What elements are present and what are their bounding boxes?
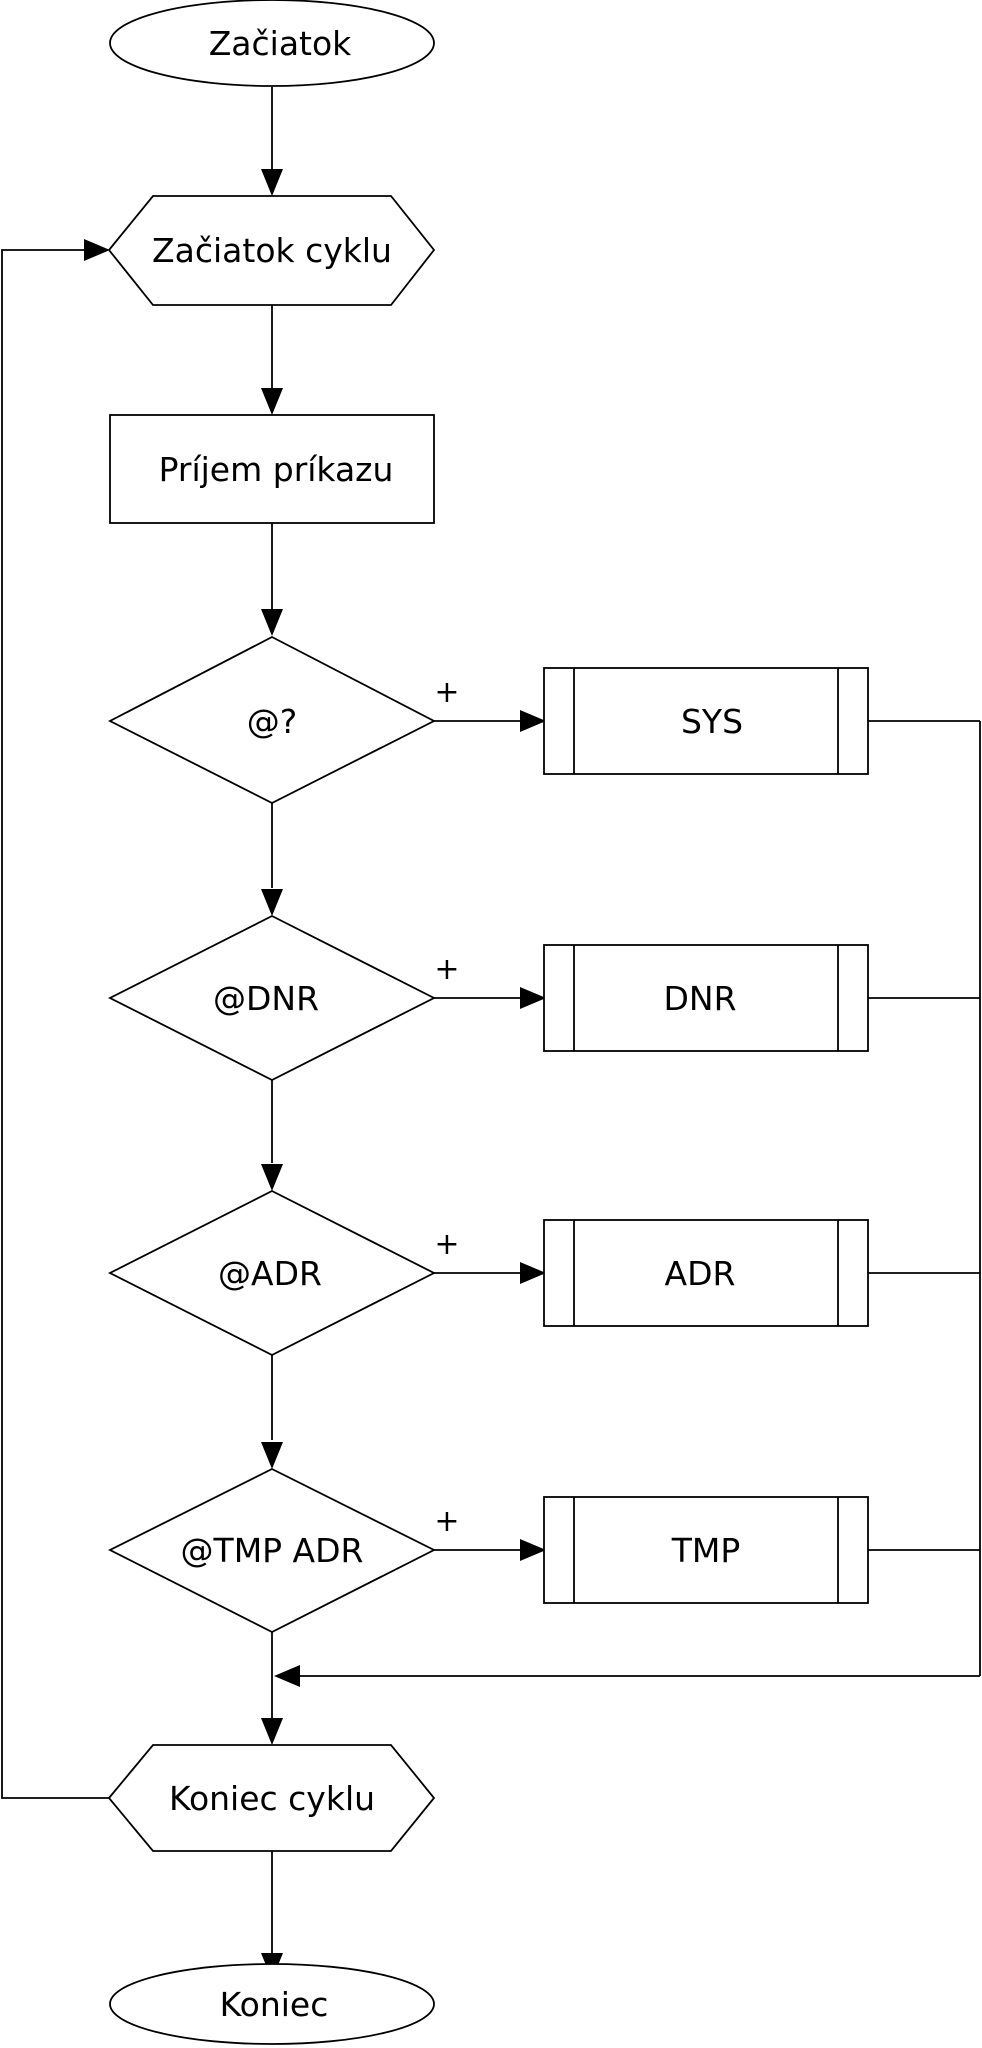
- arrowhead-down: [261, 388, 283, 415]
- terminal-end-label: Koniec: [220, 1985, 329, 2024]
- arrowhead-left: [274, 1665, 300, 1687]
- decision-tmp: [107, 1467, 437, 1634]
- connectors: [1, 87, 981, 1957]
- arrowhead-down: [261, 889, 283, 916]
- process-sys-box: [543, 667, 869, 775]
- process-receive-box: [109, 414, 435, 524]
- loop-start-label: Začiatok cyklu: [152, 231, 392, 270]
- process-adr-box: [543, 1219, 869, 1327]
- terminal-end: [109, 1963, 435, 2045]
- process-tmp-box: [543, 1496, 869, 1604]
- arrowhead-down: [261, 1718, 283, 1745]
- loop-start-hexagon: [107, 195, 436, 306]
- process-sys-label: SYS: [681, 702, 743, 741]
- process-adr-label: ADR: [665, 1254, 736, 1293]
- arrowhead-right: [520, 1539, 546, 1561]
- arrowhead-right: [520, 710, 546, 732]
- loop-end-hexagon: [107, 1744, 436, 1852]
- decision-tmp-label: @TMP ADR: [181, 1531, 364, 1570]
- arrowhead-down: [261, 1442, 283, 1469]
- loop-end-label: Koniec cyklu: [169, 1779, 375, 1818]
- arrowhead-right: [520, 1262, 546, 1284]
- predefined-process-adr: ADR: [543, 1219, 869, 1327]
- arrowhead-down: [261, 609, 283, 636]
- terminal-start: [109, 0, 435, 87]
- decision-dnr-label: @DNR: [213, 979, 319, 1018]
- terminal-start-label: Začiatok: [209, 24, 352, 63]
- branch-tmp-label: +: [434, 1504, 459, 1539]
- branch-sys-label: +: [434, 675, 459, 710]
- process-receive-label: Príjem príkazu: [159, 450, 394, 489]
- predefined-process-sys: SYS: [543, 667, 869, 775]
- predefined-process-dnr: DNR: [543, 944, 869, 1052]
- decision-sys-label: @?: [247, 702, 298, 741]
- arrowhead-down: [261, 169, 283, 196]
- process-tmp-label: TMP: [671, 1531, 741, 1570]
- decision-adr-label: @ADR: [218, 1254, 322, 1293]
- arrowhead-right: [84, 239, 110, 261]
- predefined-process-tmp: TMP: [543, 1496, 869, 1604]
- branch-dnr-label: +: [434, 952, 459, 987]
- process-dnr-box: [543, 944, 869, 1052]
- loop-back-line: [1, 249, 109, 1799]
- arrowhead-right: [520, 987, 546, 1009]
- decision-adr: [108, 1189, 436, 1357]
- process-dnr-label: DNR: [663, 979, 736, 1018]
- arrowhead-down: [261, 1164, 283, 1191]
- decision-dnr: [108, 914, 436, 1082]
- decision-sys: [108, 635, 436, 805]
- branch-adr-label: +: [434, 1227, 459, 1262]
